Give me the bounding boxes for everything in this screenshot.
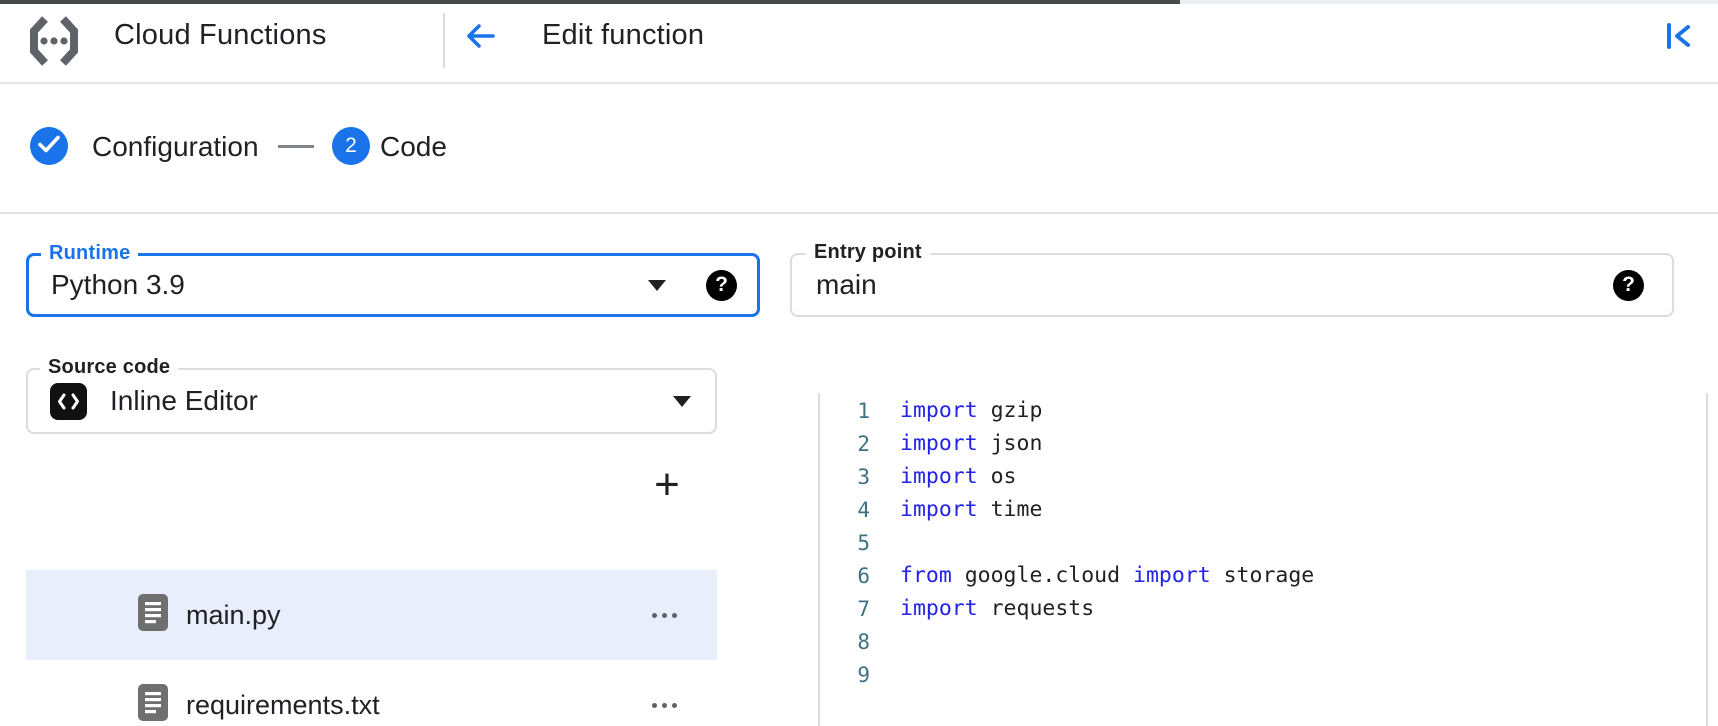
editor-gutter-divider: [818, 393, 820, 726]
code-text: import json: [900, 431, 1043, 456]
chevron-down-icon[interactable]: [648, 279, 666, 291]
runtime-value: Python 3.9: [51, 269, 185, 300]
step-configuration-check[interactable]: [30, 127, 68, 165]
code-text: from google.cloud import storage: [900, 563, 1315, 588]
file-name: requirements.txt: [186, 689, 380, 720]
line-number: 1: [857, 398, 870, 423]
check-icon: [38, 135, 60, 158]
runtime-help-icon[interactable]: ?: [706, 269, 737, 301]
file-more-menu-icon[interactable]: [650, 607, 679, 624]
line-number: 3: [857, 464, 870, 489]
inline-editor-icon: [50, 382, 87, 420]
code-line[interactable]: 6 from google.cloud import storage: [820, 559, 1704, 592]
cloud-functions-logo-icon: [28, 16, 80, 71]
file-document-icon: [138, 684, 168, 726]
code-line[interactable]: 4 import time: [820, 493, 1704, 526]
file-document-icon: [138, 594, 168, 636]
code-text: import time: [900, 497, 1043, 522]
help-glyph: ?: [715, 273, 728, 296]
code-line[interactable]: 5: [820, 526, 1704, 559]
code-text: import requests: [900, 596, 1095, 621]
code-line[interactable]: 9: [820, 658, 1704, 691]
code-text: import gzip: [900, 398, 1043, 423]
file-name: main.py: [186, 599, 281, 630]
line-number: 7: [857, 596, 870, 621]
editor-scrollbar-track[interactable]: [1706, 393, 1708, 726]
step-code-label[interactable]: Code: [380, 131, 447, 162]
code-line[interactable]: 2 import json: [820, 427, 1704, 460]
entry-point-label: Entry point: [806, 241, 930, 264]
entry-point-value[interactable]: main: [816, 269, 877, 300]
page-title: Edit function: [542, 19, 705, 51]
header-divider: [443, 13, 445, 68]
collapse-panel-icon[interactable]: [1662, 18, 1702, 58]
code-line[interactable]: 1 import gzip: [820, 394, 1704, 427]
code-text: import os: [900, 464, 1017, 489]
section-divider: [0, 212, 1718, 214]
top-strip-dark: [0, 0, 1180, 4]
line-number: 8: [857, 629, 870, 654]
top-strip-light: [1180, 0, 1718, 4]
line-number: 4: [857, 497, 870, 522]
line-number: 9: [857, 662, 870, 687]
runtime-label: Runtime: [41, 242, 139, 265]
file-more-menu-icon[interactable]: [650, 697, 679, 714]
code-line[interactable]: 3 import os: [820, 460, 1704, 493]
line-number: 2: [857, 431, 870, 456]
header-border: [0, 82, 1718, 84]
entry-point-help-icon[interactable]: ?: [1613, 269, 1644, 301]
help-glyph: ?: [1622, 273, 1635, 296]
chevron-down-icon[interactable]: [673, 395, 691, 407]
file-list: main.py requirements.txt: [26, 570, 717, 726]
code-line[interactable]: 7 import requests: [820, 592, 1704, 625]
step-configuration-label[interactable]: Configuration: [92, 131, 259, 162]
file-row[interactable]: main.py: [26, 570, 717, 660]
app-title: Cloud Functions: [114, 19, 327, 51]
code-line[interactable]: 8: [820, 625, 1704, 658]
back-button[interactable]: [462, 18, 502, 58]
line-number: 6: [857, 563, 870, 588]
step-connector: [278, 145, 314, 148]
step-code-number[interactable]: 2: [332, 127, 370, 165]
source-code-value: Inline Editor: [110, 385, 258, 416]
entry-point-field[interactable]: Entry point main ?: [790, 241, 1674, 317]
source-code-label: Source code: [40, 356, 179, 379]
line-number: 5: [857, 530, 870, 555]
add-file-button[interactable]: +: [643, 461, 691, 509]
source-code-select[interactable]: Source code Inline Editor: [26, 356, 717, 434]
runtime-select[interactable]: Runtime Python 3.9 ?: [26, 242, 760, 317]
code-lines[interactable]: 1 import gzip 2 import json 3 import os 4 impor…: [820, 394, 1704, 691]
file-row[interactable]: requirements.txt: [26, 660, 717, 726]
plus-icon: +: [654, 460, 680, 509]
step-number-text: 2: [345, 134, 357, 157]
